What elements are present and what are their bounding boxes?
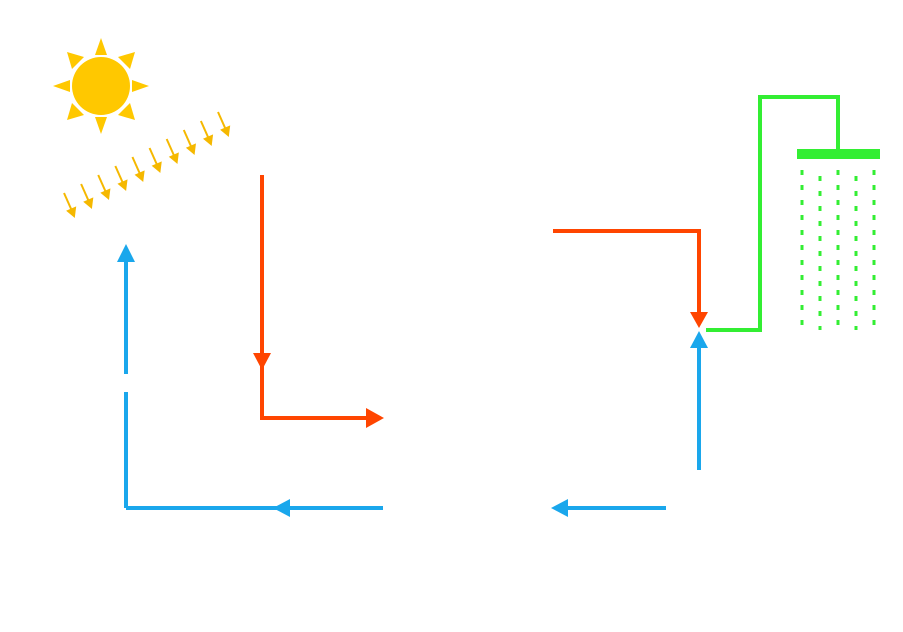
hot-flow-left (253, 175, 384, 428)
shower-water-drops (800, 170, 876, 330)
sunlight-arrowhead (117, 179, 128, 191)
sunlight-arrowhead (66, 206, 77, 218)
sunlight-arrowhead (100, 188, 111, 200)
sun-disk (72, 57, 130, 115)
sunlight-arrow (217, 111, 227, 131)
sunlight-arrow (131, 156, 142, 176)
sunlight-arrowhead (220, 125, 231, 137)
hot-arrow-down-right (690, 312, 708, 328)
sunlight-arrow (199, 120, 210, 140)
cold-arrow-up (117, 244, 135, 262)
sunlight-arrow (63, 192, 73, 212)
cold-flow-right (690, 331, 708, 470)
shower-pipe (706, 95, 840, 332)
cold-flow-left (117, 244, 383, 517)
sunlight-arrow (97, 174, 108, 194)
sunlight-arrowhead (202, 134, 214, 146)
sun-icon (53, 38, 149, 134)
sun-rays (53, 38, 149, 134)
sunlight-arrow (114, 165, 125, 185)
cold-arrow-up-right (690, 331, 708, 348)
sunlight-arrow (165, 138, 176, 158)
sunlight-arrowhead (151, 161, 162, 173)
cold-flow-bottom-right (551, 499, 666, 517)
cold-arrow-left-right (551, 499, 568, 517)
sunlight-arrowhead (83, 197, 94, 209)
shower-head (797, 149, 880, 159)
sunlight-arrows (63, 111, 231, 218)
sunlight-arrowhead (168, 152, 179, 164)
hot-arrow-right (366, 408, 384, 428)
hot-flow-right (553, 229, 708, 328)
cold-arrow-left (273, 499, 290, 517)
sunlight-arrow (148, 147, 159, 167)
sunlight-arrowhead (185, 143, 196, 155)
hot-arrow-down (253, 353, 271, 370)
shower-icon (706, 95, 880, 332)
sunlight-arrow (80, 183, 91, 203)
sunlight-arrow (182, 129, 193, 149)
sunlight-arrowhead (134, 170, 145, 182)
